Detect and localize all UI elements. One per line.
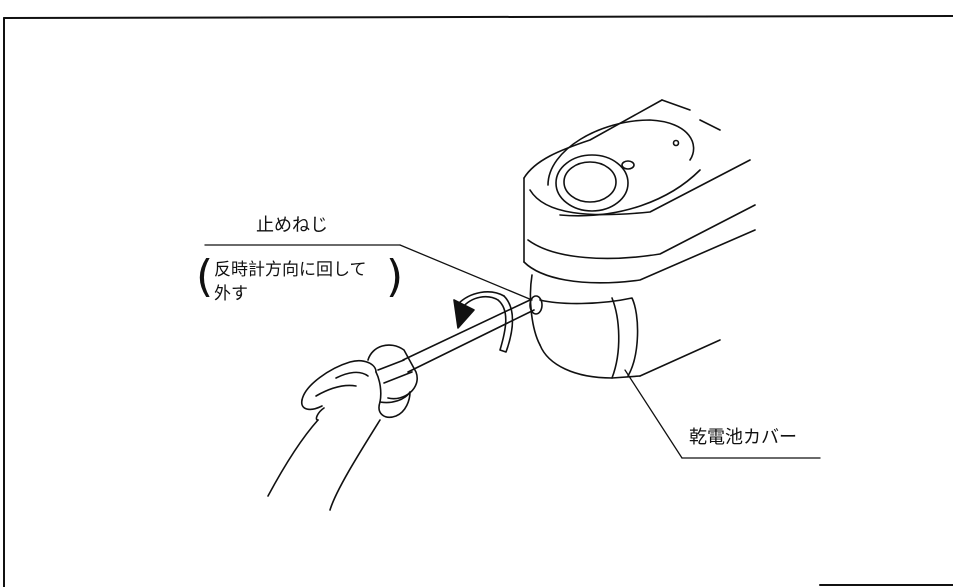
rotation-arrow bbox=[453, 291, 514, 353]
screw bbox=[529, 295, 543, 315]
lens-window bbox=[547, 119, 701, 217]
border bbox=[3, 15, 953, 587]
instruction-line-1: 反時計方向に回して bbox=[214, 260, 367, 280]
paren-open: ( bbox=[196, 251, 214, 302]
screw-label: 止めねじ bbox=[256, 215, 328, 236]
instruction-line-2: 外す bbox=[214, 284, 248, 304]
hand bbox=[267, 359, 411, 511]
leader-lines bbox=[204, 244, 821, 459]
paren-close: ) bbox=[386, 251, 404, 302]
battery-cover-label: 乾電池カバー bbox=[689, 427, 797, 448]
screwdriver bbox=[367, 299, 535, 400]
device-body bbox=[523, 99, 756, 379]
